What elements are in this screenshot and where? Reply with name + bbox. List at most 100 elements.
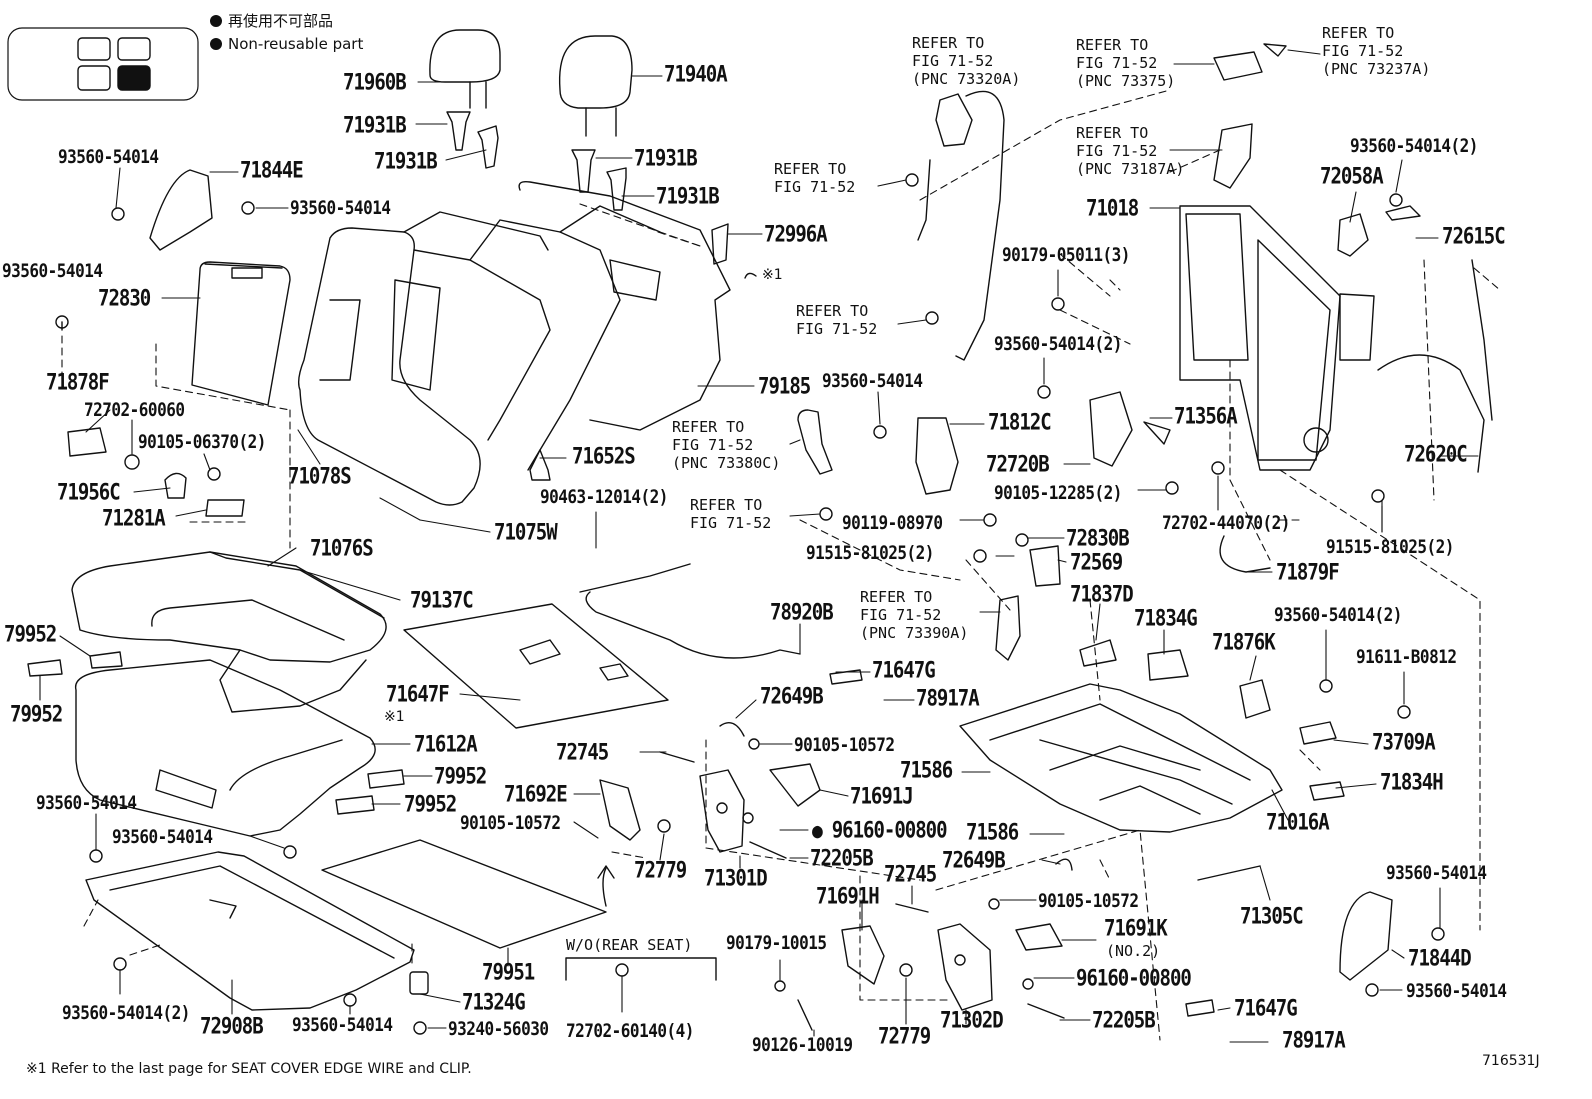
part-label: 71837D (1070, 581, 1134, 607)
part-label: 79185 (758, 373, 811, 399)
seat-position-thumbnail (7, 27, 199, 101)
part-label: 71691K (1104, 915, 1168, 941)
part-label: 93560-54014 (290, 196, 391, 219)
footnote: ※1 Refer to the last page for SEAT COVER… (26, 1061, 472, 1077)
legend-en: Non-reusable part (210, 33, 363, 56)
part-label: 71647G (872, 657, 936, 683)
part-label: 71931B (374, 148, 438, 174)
part-label: 73709A (1372, 729, 1436, 755)
part-label: 90105-10572 (1038, 889, 1139, 912)
part-label: 71691H (816, 883, 880, 909)
part-label: 72996A (764, 221, 828, 247)
seatbelt-center (917, 90, 1005, 361)
part-label: 71016A (1266, 809, 1330, 835)
part-label: 93560-54014 (292, 1013, 393, 1036)
part-label: 72830 (98, 285, 151, 311)
part-label: 93560-54014 (2, 259, 103, 282)
headrest-71960b (429, 29, 501, 109)
part-label: 78920B (770, 599, 834, 625)
mat-71647f (403, 603, 669, 729)
note-marker: ※1 (762, 267, 783, 283)
legend: 再使用不可部品 Non-reusable part (210, 10, 363, 56)
without-rear-seat-note: W/O(REAR SEAT) (566, 936, 693, 954)
part-label: ● 96160-00800 (812, 817, 948, 843)
part-label: 93560-54014 (58, 145, 159, 168)
part-label: 71812C (988, 409, 1052, 435)
part-label: 71586 (966, 819, 1019, 845)
part-label: 93560-54014 (822, 369, 923, 392)
part-label: 72702-60060 (84, 398, 185, 421)
part-label: 79951 (482, 959, 535, 985)
bracket-72996a (711, 223, 729, 265)
part-label: 96160-00800 (1076, 965, 1192, 991)
part-label: 91515-81025(2) (806, 541, 934, 564)
part-label: 90179-10015 (726, 931, 827, 954)
part-label: 71301D (704, 865, 768, 891)
part-label: 72702-44070(2) (1162, 511, 1290, 534)
part-label: 72779 (634, 857, 687, 883)
part-label: 71931B (656, 183, 720, 209)
bullet-icon (210, 15, 222, 27)
part-label: 71876K (1212, 629, 1276, 655)
part-label: 72058A (1320, 163, 1384, 189)
part-label: 93560-54014(2) (62, 1001, 190, 1024)
part-label: 72745 (556, 739, 609, 765)
part-label: 72615C (1442, 223, 1506, 249)
part-label: 71834H (1380, 769, 1444, 795)
part-label: 90463-12014(2) (540, 485, 668, 508)
bullet-icon (210, 38, 222, 50)
hinge-71302d (937, 923, 993, 1011)
part-label: 93240-56030 (448, 1017, 549, 1040)
seat-cushion-assembly (71, 551, 387, 837)
part-label: 71356A (1174, 403, 1238, 429)
part-label: 78917A (1282, 1027, 1346, 1053)
part-label: 72745 (884, 861, 937, 887)
label-leaders (39, 49, 1479, 1043)
part-label: 72830B (1066, 525, 1130, 551)
part-label: 90179-05011(3) (1002, 243, 1130, 266)
note-marker: ※1 (384, 709, 405, 725)
part-label: 93560-54014 (36, 791, 137, 814)
part-label: 93560-54014(2) (994, 332, 1122, 355)
part-label: 71281A (102, 505, 166, 531)
part-label: 71844D (1408, 945, 1472, 971)
part-label: 71612A (414, 731, 478, 757)
part-label: 79952 (434, 763, 487, 789)
part-label: 79137C (410, 587, 474, 613)
part-label: 72779 (878, 1023, 931, 1049)
part-label: 93560-54014(2) (1274, 603, 1402, 626)
part-label: 78917A (916, 685, 980, 711)
part-label: 91611-B0812 (1356, 645, 1457, 668)
part-label: 72649B (760, 683, 824, 709)
part-label: 72649B (942, 847, 1006, 873)
rear-seatback-assembly (297, 180, 731, 506)
part-label: 90105-10572 (460, 811, 561, 834)
part-label: 72702-60140(4) (566, 1019, 694, 1042)
part-label: 71652S (572, 443, 636, 469)
part-label: 71692E (504, 781, 568, 807)
part-label: 71076S (310, 535, 374, 561)
part-label: 71834G (1134, 605, 1198, 631)
part-label: 93560-54014 (112, 825, 213, 848)
mat-79951 (321, 839, 607, 949)
part-label: 71305C (1240, 903, 1304, 929)
side-cover-71844d (1339, 891, 1393, 981)
figure-code: 716531J (1482, 1053, 1540, 1069)
side-cover-71844e (149, 169, 213, 251)
part-label: 90126-10019 (752, 1033, 853, 1056)
part-label: 71940A (664, 61, 728, 87)
part-label: 72205B (1092, 1007, 1156, 1033)
part-label: 71302D (940, 1007, 1004, 1033)
part-label: 93560-54014(2) (1350, 134, 1478, 157)
part-label: 71324G (462, 989, 526, 1015)
headrest-71940a (558, 35, 633, 137)
part-label: 71844E (240, 157, 304, 183)
part-label: 72205B (810, 845, 874, 871)
part-label: 90105-06370(2) (138, 430, 266, 453)
part-label: 79952 (4, 621, 57, 647)
